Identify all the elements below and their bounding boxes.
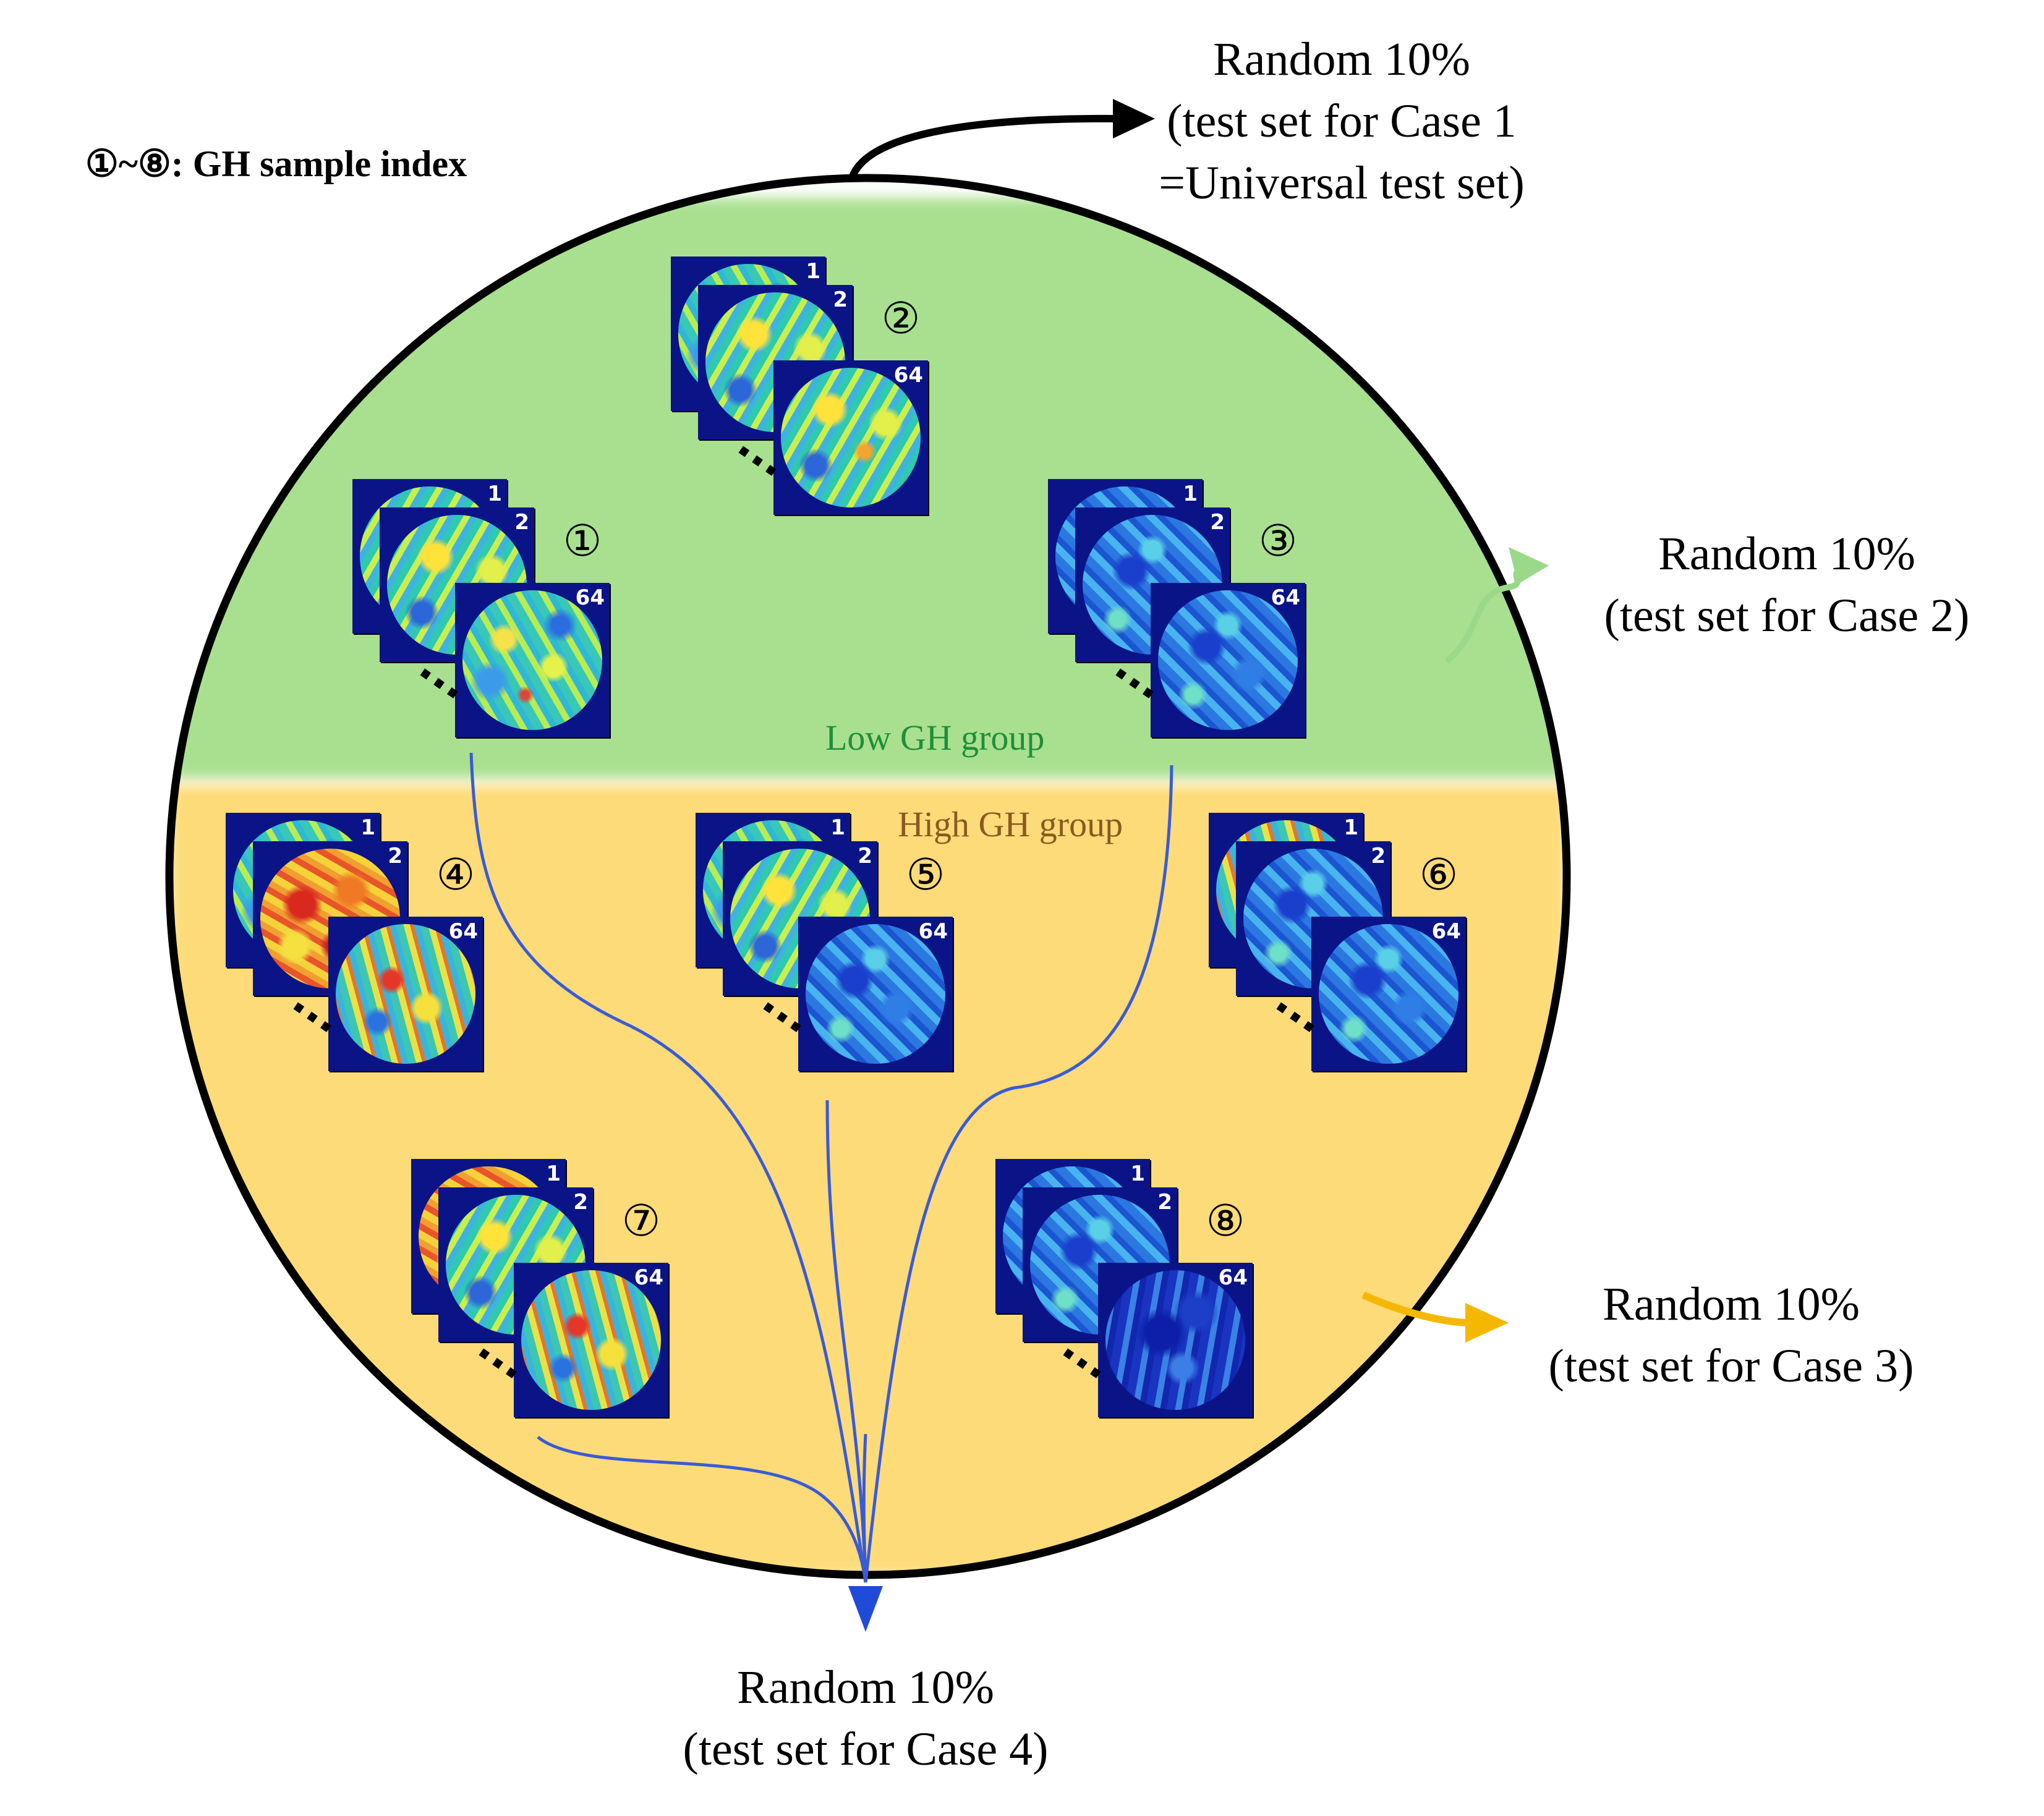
frame-index-label: 1 — [1130, 1161, 1145, 1186]
case4-arrowhead — [848, 1586, 883, 1632]
heatmap-disc — [1158, 590, 1298, 730]
heatmap-disc — [1319, 924, 1458, 1064]
frame-index-label: 2 — [388, 844, 402, 868]
sample-index-label: ① — [563, 516, 602, 566]
frame-index-label: 2 — [1371, 844, 1386, 868]
case2-caption: Random 10% (test set for Case 2) — [1570, 523, 2003, 647]
frame-index-label: 1 — [1344, 815, 1358, 840]
frame-index-label: 2 — [1157, 1190, 1172, 1215]
frame-index-label: 2 — [833, 287, 848, 312]
heatmap-thumbnail: 64 — [455, 583, 610, 737]
dataset-circle — [165, 174, 1571, 1579]
case1-caption-line2: (test set for Case 1 — [1167, 95, 1517, 147]
frame-index-label: 1 — [546, 1161, 561, 1186]
high-gh-group-label: High GH group — [898, 804, 1123, 844]
sample-index-label: ⑦ — [621, 1195, 661, 1246]
case3-caption-line2: (test set for Case 3) — [1548, 1340, 1914, 1392]
frame-index-label: 2 — [573, 1190, 588, 1215]
sample-index-label: ④ — [436, 849, 475, 900]
case3-caption-line1: Random 10% — [1603, 1278, 1860, 1330]
frame-index-label: 64 — [893, 363, 923, 388]
heatmap-thumbnail: 64 — [328, 917, 483, 1071]
sample-index-label: ③ — [1258, 516, 1298, 566]
heatmap-thumbnail: 64 — [1151, 583, 1305, 737]
case3-caption: Random 10% (test set for Case 3) — [1515, 1273, 1948, 1397]
case2-caption-line2: (test set for Case 2) — [1604, 590, 1970, 642]
case1-caption-line3: =Universal test set) — [1159, 157, 1525, 209]
frame-index-label: 64 — [918, 919, 948, 944]
heatmap-thumbnail: 64 — [1311, 917, 1466, 1071]
frame-index-label: 1 — [487, 482, 502, 506]
frame-index-label: 1 — [1183, 482, 1198, 506]
frame-index-label: 64 — [634, 1265, 663, 1290]
frame-index-label: 2 — [1210, 510, 1225, 535]
case1-arrowhead — [1113, 99, 1155, 138]
frame-index-label: 64 — [1218, 1265, 1248, 1290]
heatmap-disc — [781, 368, 921, 507]
frame-index-label: 64 — [1431, 919, 1461, 944]
sample-index-label: ② — [881, 293, 921, 344]
case1-caption-line1: Random 10% — [1213, 33, 1470, 85]
heatmap-thumbnail: 64 — [514, 1263, 668, 1417]
heatmap-thumbnail: 64 — [773, 360, 928, 515]
case4-caption-line1: Random 10% — [737, 1661, 994, 1713]
frame-index-label: 1 — [360, 815, 375, 840]
legend-sample-index: ①~⑧: GH sample index — [85, 143, 467, 184]
case2-arrowhead — [1509, 547, 1549, 584]
frame-index-label: 1 — [830, 815, 845, 840]
case4-caption: Random 10% (test set for Case 4) — [649, 1657, 1082, 1780]
frame-index-label: 64 — [575, 585, 605, 610]
frame-index-label: 64 — [448, 919, 478, 944]
frame-index-label: 2 — [858, 844, 872, 868]
heatmap-disc — [336, 924, 475, 1064]
case2-caption-line1: Random 10% — [1658, 528, 1915, 580]
case4-flow-lines — [469, 752, 1173, 1583]
heatmap-thumbnail: 64 — [1098, 1263, 1253, 1417]
sample-index-label: ⑧ — [1206, 1195, 1245, 1246]
heatmap-disc — [462, 590, 602, 730]
heatmap-disc — [806, 924, 945, 1064]
sample-index-label: ⑤ — [906, 849, 945, 900]
case1-arrow — [848, 114, 1120, 180]
sample-index-label: ⑥ — [1419, 849, 1458, 900]
case3-arrowhead — [1465, 1303, 1509, 1343]
frame-index-label: 64 — [1271, 585, 1300, 610]
frame-index-label: 1 — [806, 259, 820, 284]
heatmap-disc — [521, 1270, 661, 1410]
heatmap-disc — [1105, 1270, 1245, 1410]
frame-index-label: 2 — [514, 510, 529, 535]
case3-arrow — [1361, 1291, 1472, 1326]
case4-caption-line2: (test set for Case 4) — [683, 1723, 1049, 1775]
heatmap-thumbnail: 64 — [798, 917, 953, 1071]
low-gh-group-label: Low GH group — [825, 718, 1045, 758]
case1-caption: Random 10% (test set for Case 1 =Univers… — [1144, 28, 1539, 214]
